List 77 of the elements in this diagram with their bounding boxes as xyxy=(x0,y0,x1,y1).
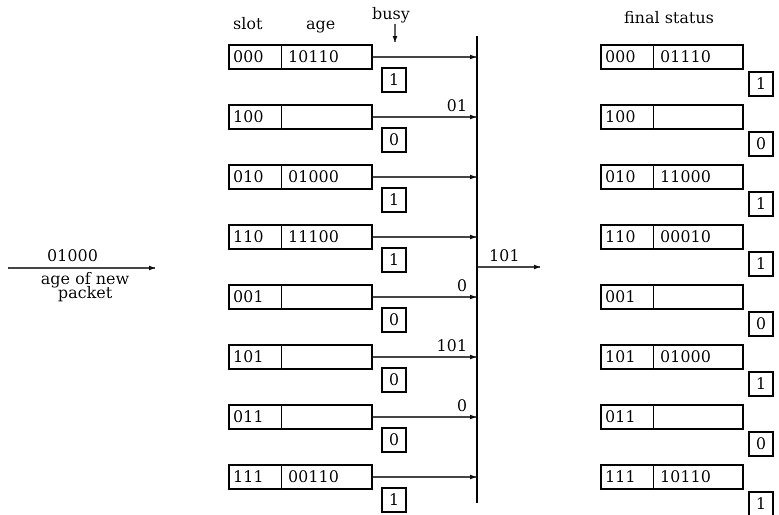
edge-label: 101 xyxy=(435,337,468,354)
arrow xyxy=(373,294,476,300)
register-box xyxy=(600,404,744,430)
busy-bit: 1 xyxy=(748,71,774,97)
arrow xyxy=(373,54,476,60)
register-box xyxy=(228,104,373,130)
arrow xyxy=(373,354,476,360)
slot-number: 001 xyxy=(230,286,282,308)
register-box xyxy=(228,344,373,370)
slot-number: 011 xyxy=(602,406,654,428)
age-value: 01000 xyxy=(659,346,712,368)
edge-label: 01 xyxy=(446,97,468,114)
column-heading: busy xyxy=(372,4,410,23)
age-value: 01110 xyxy=(659,46,712,68)
arrow xyxy=(373,174,476,180)
arrow xyxy=(373,114,476,120)
slot-number: 101 xyxy=(230,346,282,368)
slot-number: 011 xyxy=(230,406,282,428)
slot-number: 111 xyxy=(602,466,654,488)
register-box xyxy=(228,404,373,430)
register-box xyxy=(228,464,373,490)
busy-bit: 1 xyxy=(748,371,774,397)
register-box xyxy=(228,284,373,310)
busy-bit: 0 xyxy=(381,427,407,453)
busy-bit: 1 xyxy=(381,187,407,213)
register-box xyxy=(600,44,744,70)
arrow xyxy=(478,264,540,270)
busy-bit: 1 xyxy=(748,251,774,277)
slot-number: 000 xyxy=(602,46,654,68)
age-value: 10110 xyxy=(287,46,340,68)
slot-number: 001 xyxy=(602,286,654,308)
busy-bit: 0 xyxy=(381,127,407,153)
slot-number: 101 xyxy=(602,346,654,368)
register-box xyxy=(228,164,373,190)
slot-number: 111 xyxy=(230,466,282,488)
busy-bit: 1 xyxy=(748,191,774,217)
slot-number: 010 xyxy=(230,166,282,188)
busy-bit: 0 xyxy=(748,431,774,457)
register-box xyxy=(600,164,744,190)
slot-number: 100 xyxy=(230,106,282,128)
column-heading: slot xyxy=(233,14,262,33)
age-value: 10110 xyxy=(659,466,712,488)
register-box xyxy=(600,464,744,490)
age-value: 00110 xyxy=(287,466,340,488)
age-value: 01000 xyxy=(287,166,340,188)
column-heading: age xyxy=(306,14,336,33)
slot-number: 110 xyxy=(230,226,282,248)
column-heading: final status xyxy=(624,8,714,27)
value-label: 01000 xyxy=(47,246,98,265)
register-box xyxy=(600,224,744,250)
busy-bit: 1 xyxy=(381,247,407,273)
busy-bit: 0 xyxy=(748,131,774,157)
age-value: 11000 xyxy=(659,166,712,188)
busy-bit: 0 xyxy=(381,367,407,393)
busy-bit: 1 xyxy=(748,491,774,515)
slot-number: 110 xyxy=(602,226,654,248)
busy-bit: 0 xyxy=(381,307,407,333)
slot-number: 010 xyxy=(602,166,654,188)
busy-bit: 1 xyxy=(381,67,407,93)
register-box xyxy=(228,44,373,70)
age-value: 11100 xyxy=(287,226,340,248)
slot-number: 100 xyxy=(602,106,654,128)
slot-number: 000 xyxy=(230,46,282,68)
arrow xyxy=(373,414,476,420)
bus-line xyxy=(476,36,478,503)
caption-text: age of new packet xyxy=(40,272,130,300)
arrow xyxy=(373,234,476,240)
register-box xyxy=(228,224,373,250)
busy-bit: 1 xyxy=(381,487,407,513)
age-value: 00010 xyxy=(659,226,712,248)
busy-bit: 0 xyxy=(748,311,774,337)
edge-label: 0 xyxy=(456,277,468,294)
register-box xyxy=(600,104,744,130)
register-box xyxy=(600,284,744,310)
arrow xyxy=(373,474,476,480)
edge-label: 0 xyxy=(456,397,468,414)
register-box xyxy=(600,344,744,370)
